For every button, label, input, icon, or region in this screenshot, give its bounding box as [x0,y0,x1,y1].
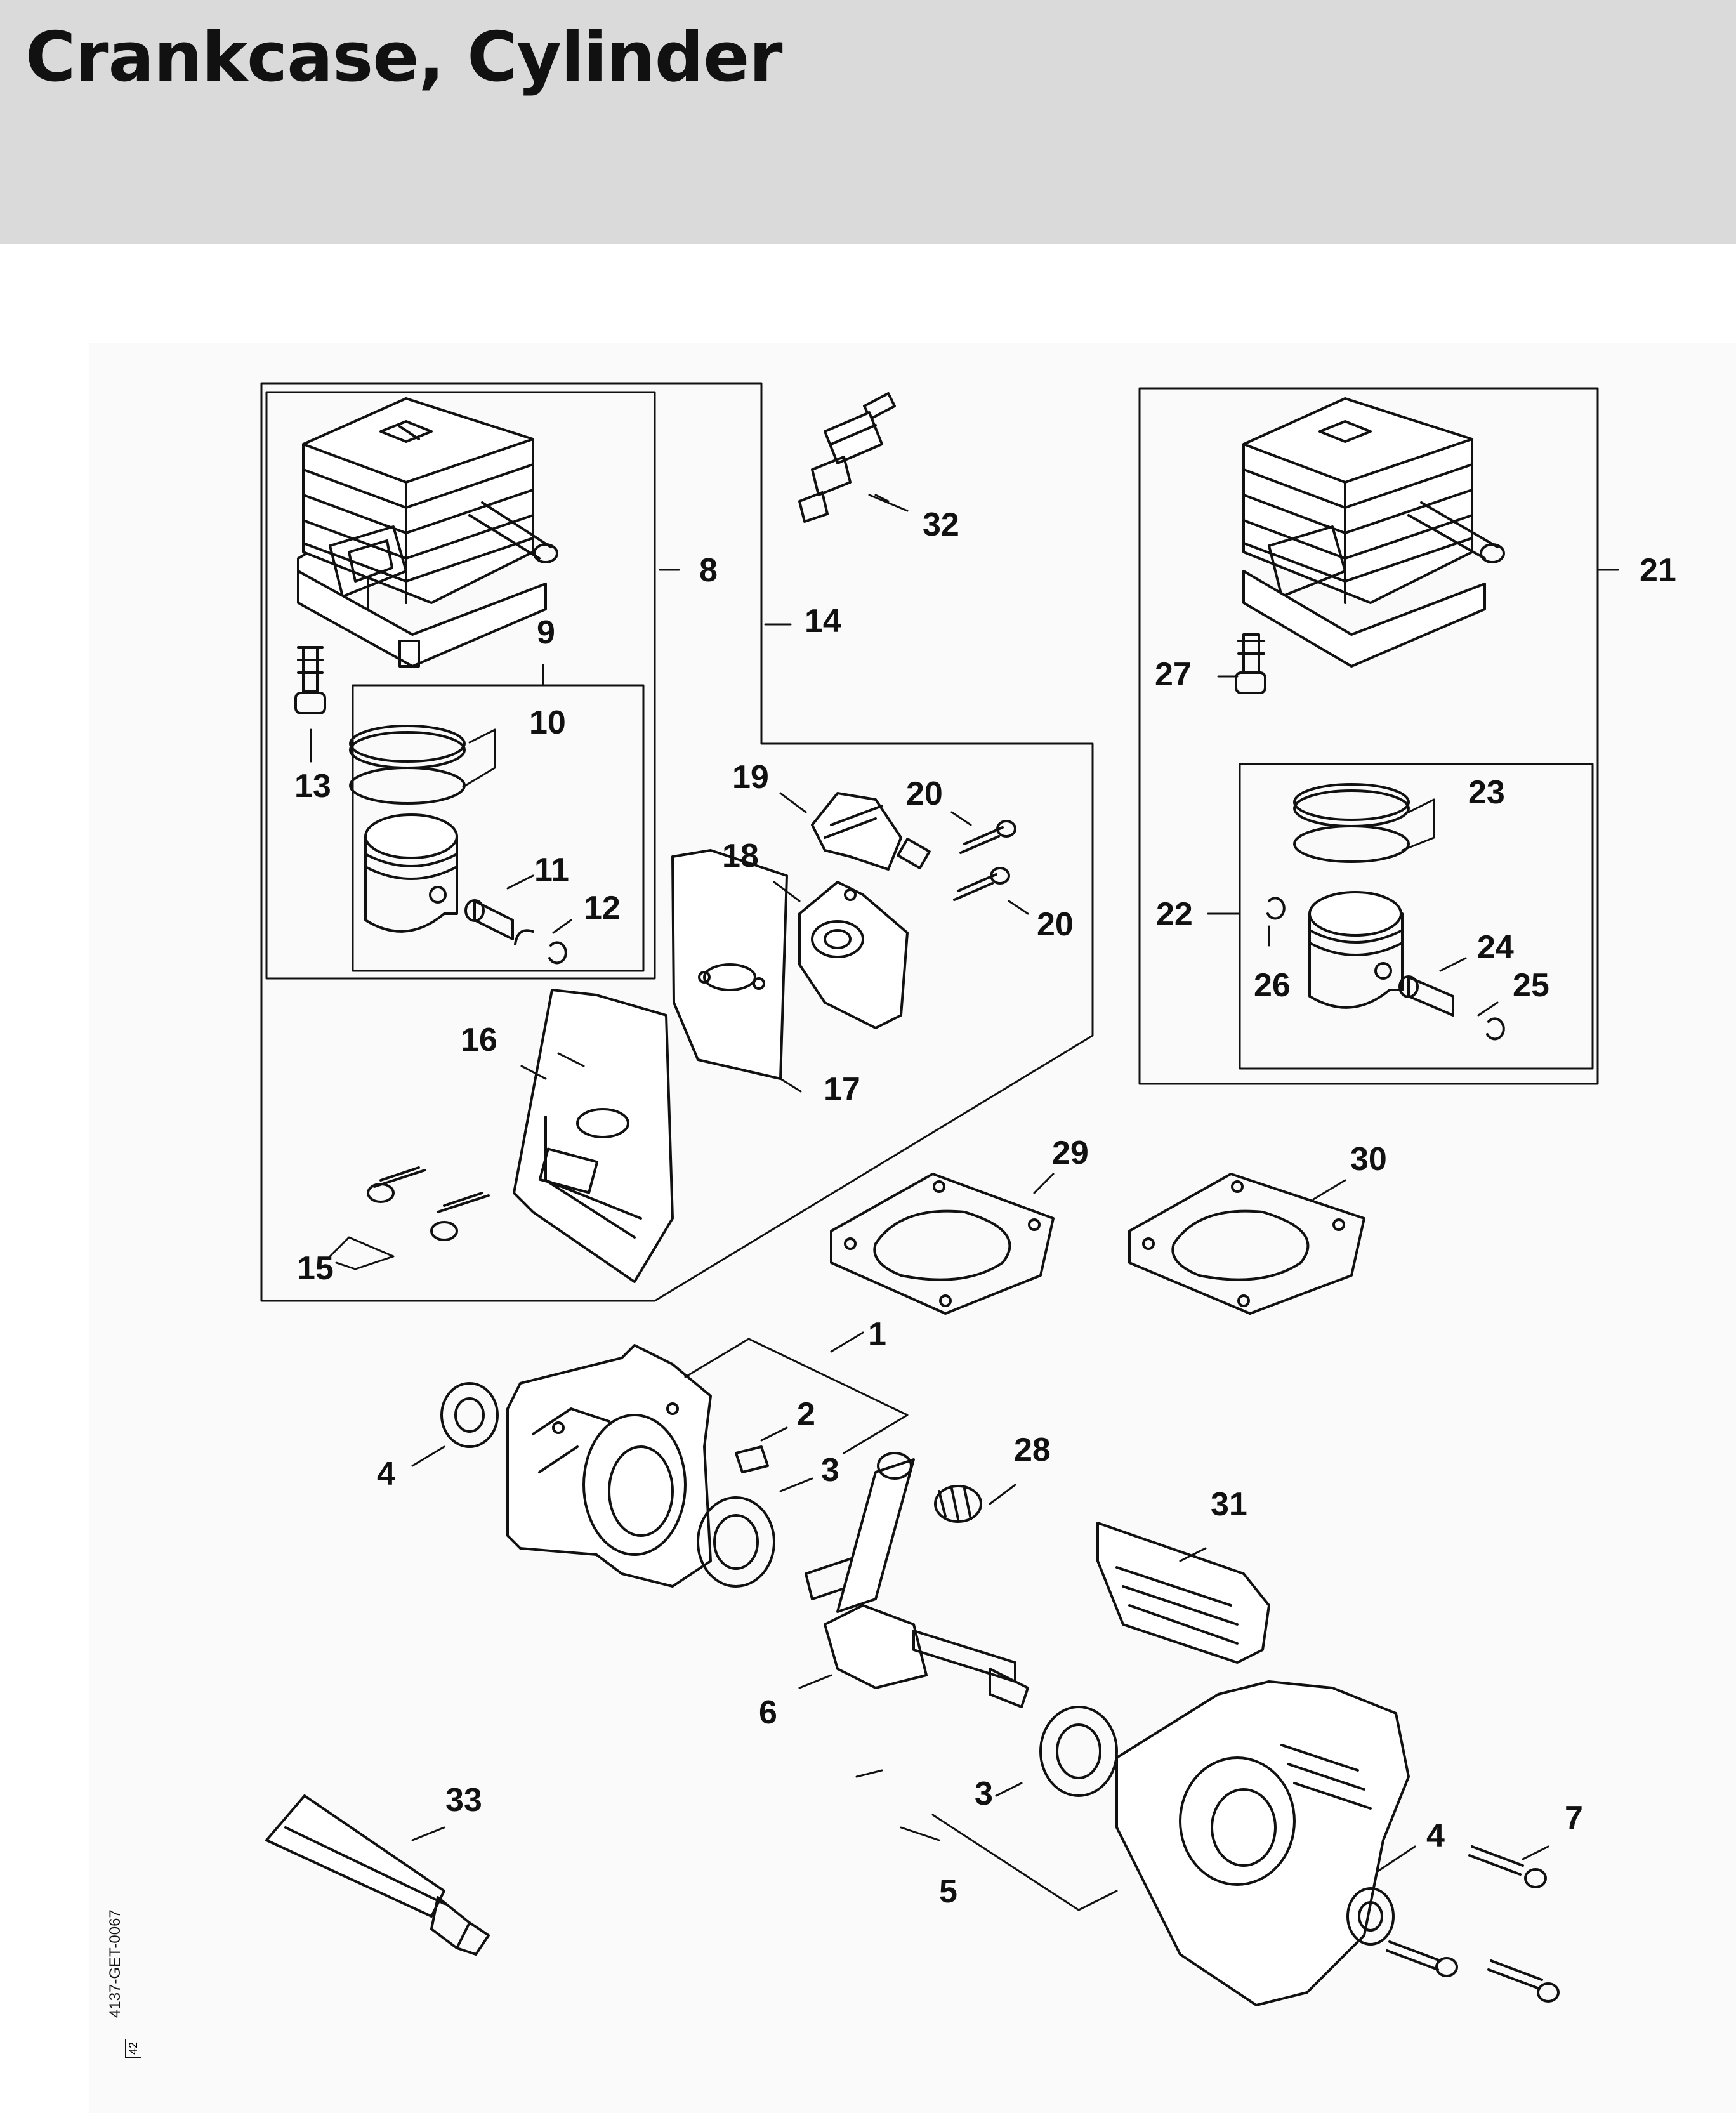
piston-right [1308,891,1404,1009]
screws-15 [367,1166,490,1241]
label-22: 22 [1156,896,1193,933]
screw-27 [1235,633,1266,694]
label-19: 19 [732,759,769,796]
label-27: 27 [1155,656,1192,693]
seal-4-right [1346,1887,1395,1946]
label-13: 13 [294,768,331,805]
cylinder-left [297,397,558,668]
label-33: 33 [445,1782,482,1819]
seal-4-left [440,1382,499,1448]
label-7: 7 [1565,1800,1583,1836]
label-20-lower: 20 [1037,906,1074,943]
exploded-parts-diagram: 1 2 3 3 4 4 5 6 7 8 9 10 11 12 13 14 15 … [89,343,1736,2113]
crankcase-half-left [506,1344,712,1588]
assembly-22-box [1239,763,1594,1070]
label-6: 6 [759,1694,777,1731]
piston-rings-right [1293,783,1410,863]
page-header: Crankcase, Cylinder [0,0,1736,244]
heat-shield-16 [513,989,674,1283]
label-30: 30 [1350,1141,1387,1178]
bracket-19 [811,792,931,871]
assembly-9-box [352,684,645,972]
bearing-3-lower [1039,1706,1118,1797]
screws-20 [953,820,1016,901]
label-24: 24 [1477,929,1514,966]
assembly-8-box [265,391,656,980]
bearing-3-upper [697,1496,775,1588]
label-10: 10 [529,704,566,741]
grease-tube-33 [265,1794,490,1956]
label-3-lower: 3 [975,1775,993,1812]
label-31: 31 [1211,1486,1247,1523]
label-5: 5 [939,1873,957,1910]
label-17: 17 [824,1071,860,1108]
label-20-upper: 20 [906,775,943,812]
gasket-29 [830,1173,1055,1315]
label-8: 8 [699,552,718,589]
page-title: Crankcase, Cylinder [25,18,783,97]
label-21: 21 [1640,552,1676,589]
piston-pin-left [464,899,534,945]
piston-rings-left [349,725,466,805]
drawing-code: 4137-GET-0067 [107,1909,132,2018]
label-23: 23 [1468,774,1505,811]
leader-lines [310,494,1619,1911]
circlip-25 [1486,1017,1505,1041]
label-18: 18 [722,838,759,874]
baffle-31 [1096,1522,1270,1664]
label-28: 28 [1014,1432,1051,1468]
label-15: 15 [297,1250,334,1287]
gasket-30 [1128,1173,1365,1315]
drawing-sub: 42 [125,2039,141,2058]
label-2: 2 [797,1396,815,1433]
crankcase-half-right [1115,1680,1410,2006]
dowel-pin-2 [735,1445,769,1473]
label-1: 1 [868,1316,886,1353]
piston-left [364,813,458,933]
label-4-right: 4 [1426,1817,1445,1854]
circlip-12 [548,941,567,965]
assembly-21-box [1138,387,1599,1085]
label-29: 29 [1052,1135,1089,1171]
crankshaft-6 [805,1452,1029,1708]
label-25: 25 [1513,967,1549,1004]
screws-7 [1386,1845,1560,2003]
screw-13 [294,646,326,714]
assembly-14-outline [260,382,1094,1302]
cylinder-right [1242,397,1505,668]
intake-manifold-18 [798,881,909,1029]
label-26: 26 [1254,967,1291,1004]
piston-pin-right [1398,975,1454,1017]
label-11: 11 [534,852,569,888]
label-3-upper: 3 [821,1452,839,1489]
needle-bearing-28 [934,1485,982,1523]
spark-plug-32 [798,392,896,523]
label-14: 14 [805,603,841,640]
label-12: 12 [584,890,621,926]
label-9: 9 [537,614,555,651]
label-32: 32 [923,506,959,543]
label-16: 16 [461,1022,497,1058]
part-labels: 1 2 3 3 4 4 5 6 7 8 9 10 11 12 13 14 15 … [294,506,1676,1910]
circlip-26 [1266,897,1286,920]
label-4-left: 4 [377,1456,395,1492]
